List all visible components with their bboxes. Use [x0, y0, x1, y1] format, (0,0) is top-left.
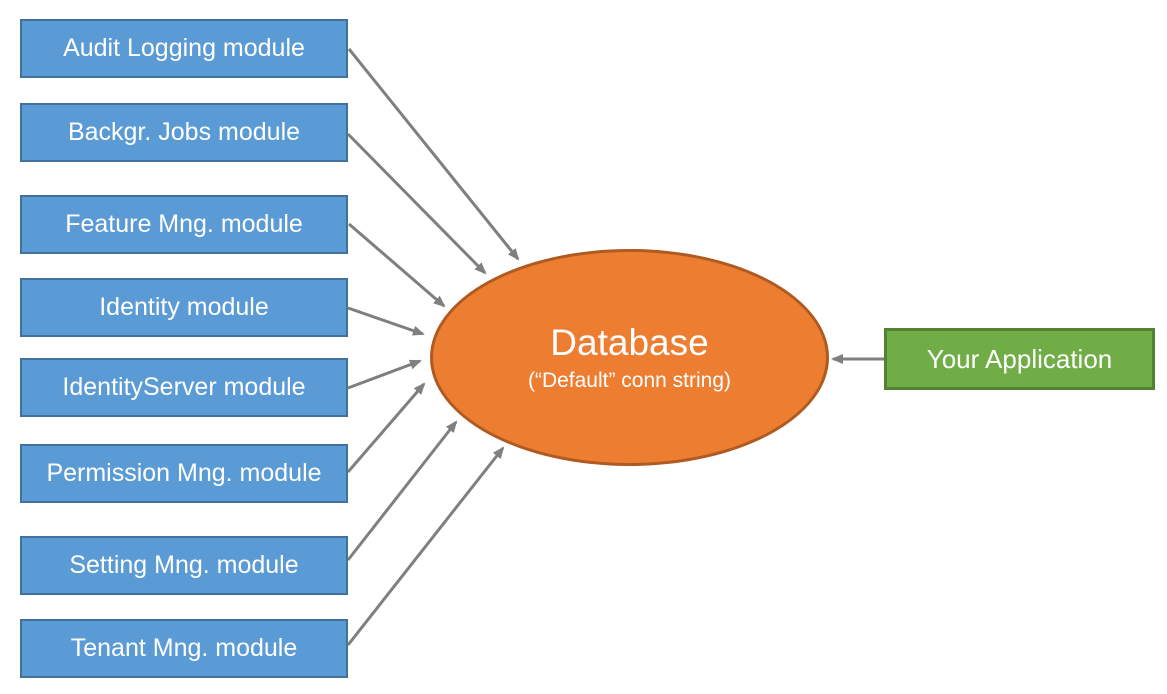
module-label: IdentityServer module — [62, 373, 306, 401]
module-label: Feature Mng. module — [65, 210, 303, 238]
your-application-box: Your Application — [884, 328, 1155, 390]
module-box-backgr-jobs: Backgr. Jobs module — [20, 103, 348, 162]
module-label: Backgr. Jobs module — [67, 118, 301, 146]
arrow-identityserver-module-to-database — [347, 359, 422, 390]
module-box-tenant-mng: Tenant Mng. module — [20, 619, 348, 678]
module-label: Audit Logging module — [63, 34, 305, 62]
module-box-audit-logging: Audit Logging module — [20, 19, 348, 78]
module-box-identity: Identity module — [20, 278, 348, 337]
database-subtitle: (“Default” conn string) — [527, 369, 732, 393]
module-box-feature-mng: Feature Mng. module — [20, 195, 348, 254]
database-title: Database — [550, 321, 709, 363]
arrow-permission-mng-module-to-database — [346, 382, 426, 473]
arrow-feature-mng-module-to-database — [348, 222, 446, 308]
database-ellipse: Database (“Default” conn string) — [430, 249, 829, 466]
arrow-setting-mng-module-to-database — [346, 420, 458, 561]
arrow-tenant-mng-module-to-database — [346, 446, 505, 646]
module-box-setting-mng: Setting Mng. module — [20, 536, 348, 595]
module-box-identityserver: IdentityServer module — [20, 358, 348, 417]
module-label: Tenant Mng. module — [70, 634, 298, 662]
module-box-permission-mng: Permission Mng. module — [20, 444, 348, 503]
module-label: Permission Mng. module — [46, 459, 322, 487]
module-label: Identity module — [99, 293, 269, 321]
arrow-identity-module-to-database — [347, 306, 425, 336]
your-application-label: Your Application — [926, 343, 1113, 374]
arrow-backgr-jobs-module-to-database — [346, 132, 487, 275]
module-label: Setting Mng. module — [69, 551, 299, 579]
arrow-audit-logging-module-to-database — [347, 48, 520, 261]
